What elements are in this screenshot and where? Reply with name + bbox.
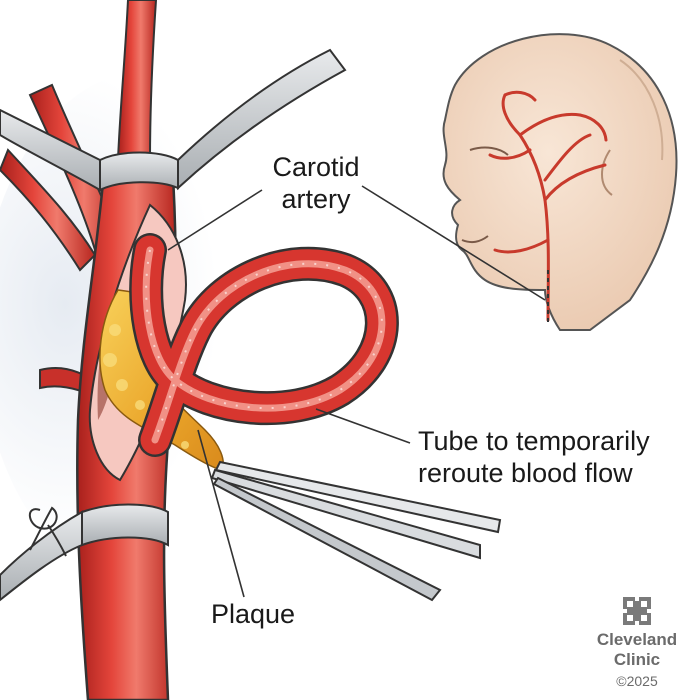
brand-name-line1: Cleveland xyxy=(596,630,678,649)
head-profile xyxy=(442,33,678,331)
brain-arteries xyxy=(488,90,608,322)
carotid-label-line1: Carotid xyxy=(272,152,360,182)
cleveland-clinic-branding: Cleveland Clinic ©2025 xyxy=(592,596,682,690)
artist-signature xyxy=(28,506,67,557)
plaque-label: Plaque xyxy=(211,599,296,629)
tube-label-line2: reroute blood flow xyxy=(418,458,633,488)
tube-label-line1: Tube to temporarily xyxy=(418,426,650,456)
surgical-forceps xyxy=(210,460,502,602)
shunt-tube xyxy=(129,233,399,457)
vessel-clamp-top xyxy=(0,48,347,192)
brand-name-line2: Clinic xyxy=(613,650,661,669)
cleveland-clinic-cross-icon xyxy=(623,597,651,625)
leader-lines xyxy=(167,185,546,598)
shunt-tube-label: Tube to temporarily reroute blood flow xyxy=(418,425,650,489)
carotid-artery-label: Carotid artery xyxy=(256,151,376,215)
copyright-text: ©2025 xyxy=(616,673,658,689)
vessel-clamp-bottom xyxy=(0,503,169,602)
carotid-label-line2: artery xyxy=(281,184,351,214)
